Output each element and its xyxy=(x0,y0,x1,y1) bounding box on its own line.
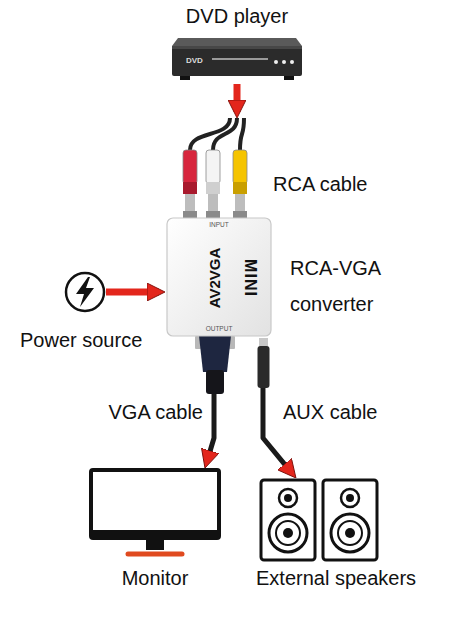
monitor-base xyxy=(128,552,182,557)
monitor-screen xyxy=(91,470,219,538)
rca-sleeve xyxy=(235,194,245,212)
speakers-art xyxy=(258,478,380,562)
port-label: INPUT xyxy=(165,221,273,229)
rca-collar xyxy=(233,182,247,194)
lightning-bolt xyxy=(76,277,94,307)
aux-plug-tip xyxy=(259,338,268,347)
rca-plug xyxy=(206,150,220,184)
monitor-art xyxy=(88,468,222,560)
woofer-center xyxy=(283,528,293,538)
woofer-center xyxy=(345,528,355,538)
rca-sleeve xyxy=(208,194,218,212)
monitor-neck xyxy=(146,539,164,550)
cable-label: AUX cable xyxy=(281,400,380,424)
rca-sleeve xyxy=(185,194,195,212)
rca-jack xyxy=(206,211,220,218)
converter-box xyxy=(167,218,271,336)
player-button xyxy=(282,60,286,64)
rca-collar xyxy=(206,182,220,194)
woofer-ring xyxy=(338,521,362,545)
rca-arrow xyxy=(234,84,241,112)
player-button xyxy=(290,60,294,64)
device-heading: DVD player xyxy=(157,4,317,28)
rca-collar xyxy=(183,182,197,194)
tweeter-center xyxy=(346,494,354,502)
cable-label: RCA cable xyxy=(271,172,370,196)
device-heading: External speakers xyxy=(256,566,416,590)
speaker-tweeter xyxy=(341,489,359,507)
rca-plug xyxy=(233,150,247,184)
woofer-ring xyxy=(276,521,300,545)
port-label: OUTPUT xyxy=(165,325,273,333)
tweeter-center xyxy=(284,494,292,502)
player-foot xyxy=(180,76,190,80)
speaker-tweeter xyxy=(279,489,297,507)
power-source-art xyxy=(64,271,106,313)
player-edge xyxy=(172,46,302,49)
box-print: MINI xyxy=(241,253,259,303)
device-heading: Monitor xyxy=(88,566,222,590)
monitor-bezel xyxy=(91,530,219,539)
speaker-cabinet xyxy=(323,480,377,560)
player-foot xyxy=(284,76,294,80)
vga-plug xyxy=(199,336,231,372)
box-print: AV2VGA xyxy=(206,238,224,318)
speakers: External speakers xyxy=(258,478,380,562)
power-source: Power source xyxy=(64,271,106,313)
speaker-woofer xyxy=(331,514,369,552)
disc-slot xyxy=(212,58,268,60)
rca-wire xyxy=(213,118,237,150)
player-button xyxy=(274,60,278,64)
player-top xyxy=(172,38,302,46)
cable-label: VGA cable xyxy=(106,400,205,424)
aux-plug xyxy=(258,346,270,388)
speaker-cabinet xyxy=(261,480,315,560)
monitor: Monitor xyxy=(88,468,222,560)
player-body xyxy=(172,46,302,76)
device-heading: Power source xyxy=(20,328,142,352)
rca-jack xyxy=(183,211,197,218)
power-arrow xyxy=(106,289,159,296)
converter-box: RCA-VGA converterAV2VGAMINIINPUTOUTPUT xyxy=(165,118,273,340)
vga-strain-relief xyxy=(206,370,224,394)
rca-wire xyxy=(240,118,244,150)
rca-jack xyxy=(233,211,247,218)
dvd-player: DVD playerDVD xyxy=(172,38,302,84)
device-heading: RCA-VGA converter xyxy=(290,250,410,322)
rca-plug xyxy=(183,150,197,184)
speaker-woofer xyxy=(269,514,307,552)
power-icon xyxy=(66,273,104,311)
device-brand: DVD xyxy=(186,56,203,65)
